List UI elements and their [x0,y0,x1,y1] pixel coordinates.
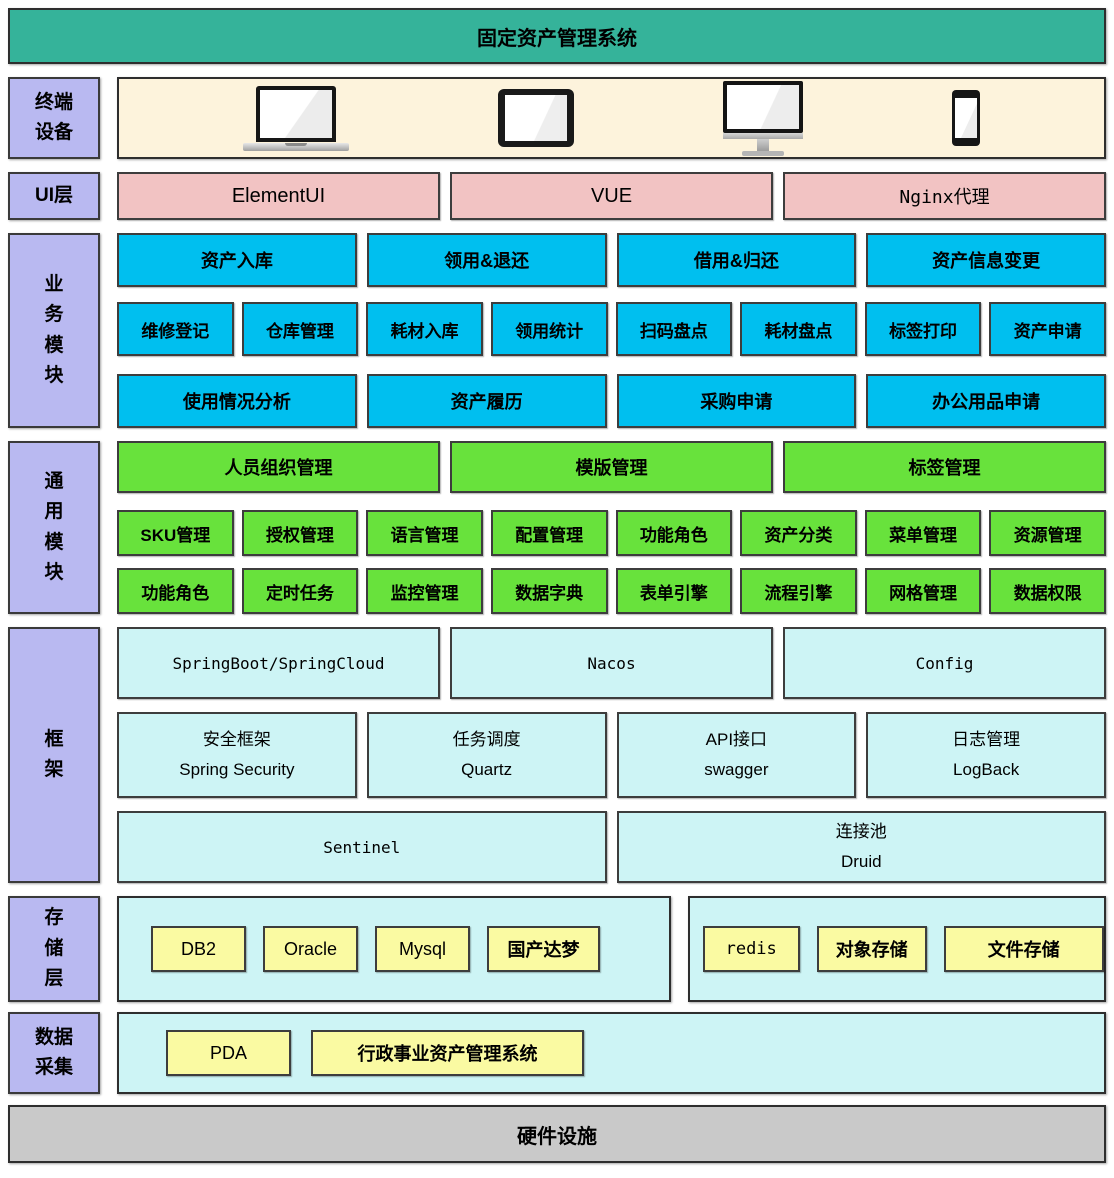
module-consumable-inventory: 耗材盘点 [740,302,857,356]
module-data-dictionary: 数据字典 [490,568,608,614]
module-label-mgmt: 标签管理 [783,441,1106,493]
terminal-devices-panel [117,77,1106,159]
module-asset-inbound: 资产入库 [117,233,357,287]
module-claim-return: 领用&退还 [366,233,607,287]
module-auth-mgmt: 授权管理 [241,510,359,556]
module-grid-mgmt: 网格管理 [864,568,982,614]
module-resource-mgmt: 资源管理 [989,510,1106,556]
db-mysql: Mysql [375,926,470,972]
module-scheduled-task: 定时任务 [241,568,359,614]
module-borrow-return: 借用&归还 [616,233,857,287]
terminal-layer: 终端 设备 [8,77,1106,159]
db-dameng: 国产达梦 [487,926,600,972]
laptop-icon [243,85,350,151]
module-form-engine: 表单引擎 [615,568,733,614]
framework-config: Config [783,627,1106,699]
storage-layer-label: 存 储 层 [8,896,100,1002]
common-module-layer: 通 用 模 块 人员组织管理 模版管理 标签管理 SKU管理 授权管理 语言管理… [8,441,1106,614]
module-repair-register: 维修登记 [117,302,234,356]
ui-nginx-proxy: Nginx代理 [783,172,1106,220]
module-label-print: 标签打印 [864,302,982,356]
business-module-label: 业 务 模 块 [8,233,100,428]
module-data-permission: 数据权限 [989,568,1106,614]
framework-springboot-springcloud: SpringBoot/SpringCloud [117,627,440,699]
tablet-icon [498,89,575,147]
framework-logback: 日志管理 LogBack [866,712,1106,798]
data-collection-panel: PDA 行政事业资产管理系统 [117,1012,1106,1094]
db-db2: DB2 [151,926,246,972]
framework-sentinel: Sentinel [117,811,607,883]
ui-layer-label: UI层 [8,172,100,220]
storage-layer: 存 储 层 DB2 Oracle Mysql 国产达梦 redis 对象存储 文… [8,896,1106,1002]
collector-pda: PDA [166,1030,291,1076]
ui-vue: VUE [450,172,773,220]
business-module-layer: 业 务 模 块 资产入库 领用&退还 借用&归还 资产信息变更 维修登记 仓库管… [8,233,1106,428]
module-function-role: 功能角色 [615,510,733,556]
module-asset-info-change: 资产信息变更 [866,233,1106,287]
module-scan-inventory: 扫码盘点 [615,302,733,356]
module-purchase-apply: 采购申请 [616,374,857,428]
module-template-mgmt: 模版管理 [450,441,773,493]
hardware-facility-bar: 硬件设施 [8,1105,1106,1163]
system-title: 固定资产管理系统 [8,8,1106,64]
module-language-mgmt: 语言管理 [366,510,483,556]
module-warehouse-mgmt: 仓库管理 [241,302,359,356]
module-asset-history: 资产履历 [366,374,607,428]
module-consumable-inbound: 耗材入库 [366,302,483,356]
framework-layer: 框 架 SpringBoot/SpringCloud Nacos Config … [8,627,1106,883]
module-claim-stats: 领用统计 [490,302,608,356]
module-sku-mgmt: SKU管理 [117,510,234,556]
module-monitor-mgmt: 监控管理 [366,568,483,614]
module-workflow-engine: 流程引擎 [740,568,857,614]
framework-druid-pool: 连接池 Druid [616,811,1106,883]
monitor-icon [722,80,803,156]
ui-elementui: ElementUI [117,172,440,220]
module-asset-apply: 资产申请 [989,302,1106,356]
data-collection-layer: 数据 采集 PDA 行政事业资产管理系统 [8,1012,1106,1094]
framework-spring-security: 安全框架 Spring Security [117,712,357,798]
store-file-storage: 文件存储 [943,926,1104,972]
collector-gov-asset-system: 行政事业资产管理系统 [311,1030,584,1076]
module-org-mgmt: 人员组织管理 [117,441,440,493]
framework-label: 框 架 [8,627,100,883]
data-collection-label: 数据 采集 [8,1012,100,1094]
module-config-mgmt: 配置管理 [490,510,608,556]
module-office-supply-apply: 办公用品申请 [866,374,1106,428]
database-panel: DB2 Oracle Mysql 国产达梦 [117,896,671,1002]
smartphone-icon [951,90,980,146]
db-oracle: Oracle [263,926,358,972]
framework-quartz: 任务调度 Quartz [366,712,607,798]
ui-layer: UI层 ElementUI VUE Nginx代理 [8,172,1106,220]
store-panel: redis 对象存储 文件存储 [687,896,1106,1002]
common-module-label: 通 用 模 块 [8,441,100,614]
module-function-role-2: 功能角色 [117,568,234,614]
store-object-storage: 对象存储 [816,926,927,972]
framework-nacos: Nacos [450,627,773,699]
framework-swagger: API接口 swagger [616,712,857,798]
terminal-layer-label: 终端 设备 [8,77,100,159]
module-menu-mgmt: 菜单管理 [864,510,982,556]
store-redis: redis [702,926,800,972]
module-usage-analysis: 使用情况分析 [117,374,357,428]
module-asset-category: 资产分类 [740,510,857,556]
